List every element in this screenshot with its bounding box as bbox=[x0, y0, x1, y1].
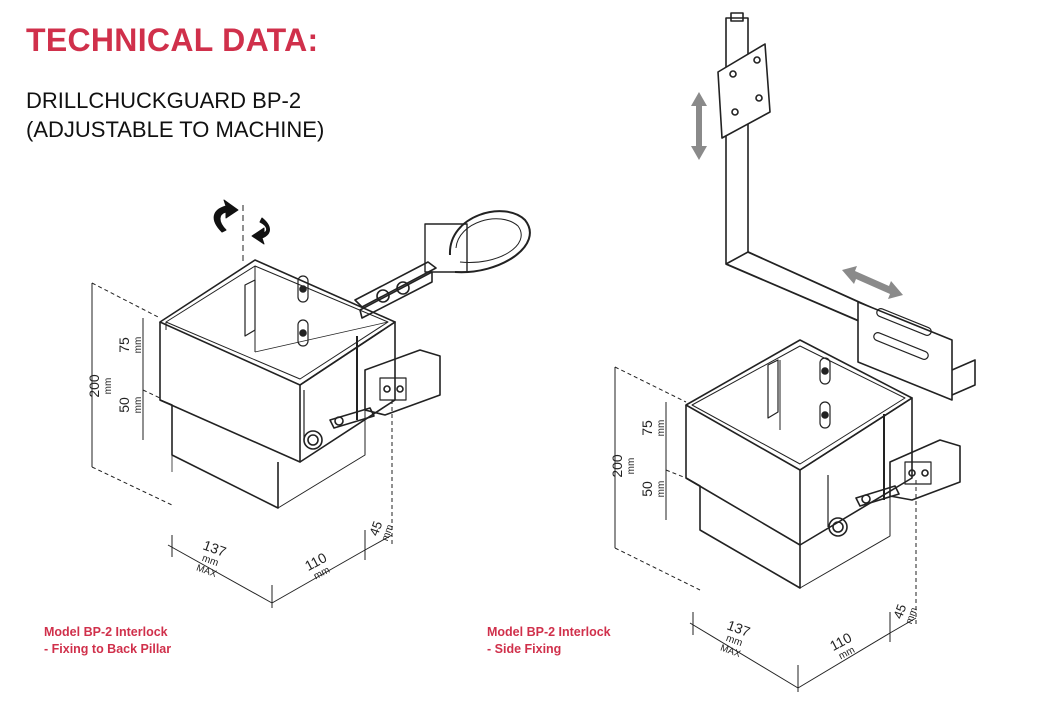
dim-50-unit-left: mm bbox=[133, 397, 144, 414]
dim-50-left: 50 bbox=[116, 397, 132, 413]
dim-45-unit-right: mm bbox=[904, 606, 920, 625]
model-caption-side-fixing: Model BP-2 Interlock - Side Fixing bbox=[487, 624, 611, 658]
dim-200-unit-left: mm bbox=[103, 378, 114, 395]
rotate-right-arrow-icon bbox=[251, 217, 270, 245]
model-caption-line2: - Side Fixing bbox=[487, 642, 562, 656]
product-name-line2: (ADJUSTABLE TO MACHINE) bbox=[26, 117, 325, 142]
guard-back-pillar bbox=[159, 199, 531, 509]
dim-75-unit-right: mm bbox=[656, 420, 667, 437]
product-name-line1: DRILLCHUCKGUARD BP-2 bbox=[26, 88, 302, 113]
dimension-labels-right: 200 mm 75 mm 50 mm 137 mm MAX 110 mm 45 … bbox=[609, 420, 920, 663]
dimension-labels-left: 200 mm 75 mm 50 mm 137 mm MAX 110 mm 45 … bbox=[86, 337, 396, 583]
dim-50-unit-right: mm bbox=[656, 481, 667, 498]
model-caption-back-pillar: Model BP-2 Interlock - Fixing to Back Pi… bbox=[44, 624, 171, 658]
vertical-adjust-arrow-icon bbox=[691, 92, 707, 160]
horizontal-adjust-arrow-icon bbox=[842, 266, 903, 299]
dim-137-unit-left: mm bbox=[200, 553, 219, 569]
dim-75-left: 75 bbox=[116, 337, 132, 353]
dimensions-right bbox=[614, 366, 917, 692]
model-caption-line2: - Fixing to Back Pillar bbox=[44, 642, 172, 656]
dim-45-left: 45 bbox=[366, 519, 385, 538]
dim-45-unit-left: mm bbox=[380, 523, 396, 542]
dim-45-right: 45 bbox=[890, 602, 909, 621]
dim-75-unit-left: mm bbox=[133, 337, 144, 354]
dim-137-unit-right: mm bbox=[724, 633, 743, 649]
page-title: TECHNICAL DATA: bbox=[26, 22, 319, 58]
dim-75-right: 75 bbox=[639, 420, 655, 436]
model-caption-line1: Model BP-2 Interlock bbox=[487, 625, 611, 639]
dim-137-left: 137 bbox=[201, 537, 229, 560]
guard-side-fixing bbox=[685, 12, 976, 589]
product-name: DRILLCHUCKGUARD BP-2 (ADJUSTABLE TO MACH… bbox=[26, 86, 324, 144]
dim-50-right: 50 bbox=[639, 481, 655, 497]
dim-200-unit-right: mm bbox=[626, 458, 637, 475]
dimensions-left bbox=[91, 282, 393, 608]
dim-200-left: 200 bbox=[86, 374, 102, 398]
dim-137-right: 137 bbox=[725, 617, 753, 640]
dim-200-right: 200 bbox=[609, 454, 625, 478]
model-caption-line1: Model BP-2 Interlock bbox=[44, 625, 168, 639]
rotate-left-arrow-icon bbox=[213, 199, 239, 233]
